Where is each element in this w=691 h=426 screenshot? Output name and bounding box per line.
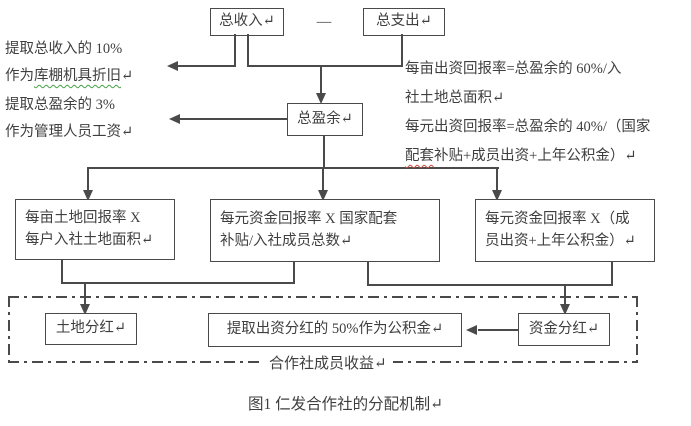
note-depreciation-spellcheck: 库棚机具折旧 <box>34 68 121 84</box>
arrow-capital-dividend-head-icon <box>560 304 570 315</box>
member-region-border-right <box>636 296 638 363</box>
arrow-branch-mid-shaft <box>322 167 324 193</box>
arrow-branch-left-shaft <box>87 167 89 193</box>
figure-caption: 图1 仁发合作社的分配机制↵ <box>247 396 444 413</box>
arrow-land-dividend-head-icon <box>80 304 90 315</box>
connector-surplus-bottom <box>323 136 325 169</box>
connector-income-left-stub <box>234 34 236 67</box>
arrow-to-reserve-head-icon <box>466 325 477 335</box>
node-capital-dividend: 资金分红↵ <box>518 313 610 346</box>
arrow-to-reserve-shaft <box>478 329 518 331</box>
member-region-border-left <box>8 296 10 363</box>
note-salary-line2: 作为管理人员工资↵ <box>5 124 134 140</box>
arrow-salary-head-icon <box>169 114 180 124</box>
connector-subsidy-member-join <box>367 284 613 286</box>
member-region-border-bottom-left <box>8 361 260 363</box>
note-depreciation: 提取总收入的 10% 作为库棚机具折旧↵ <box>5 36 133 90</box>
note-salary-line1: 提取总盈余的 3% <box>5 97 115 113</box>
connector-member-down-stub <box>611 262 613 285</box>
connector-branch-bar <box>87 167 499 169</box>
arrow-depreciation-head-icon <box>167 61 178 71</box>
connector-land-down-stub <box>61 260 63 284</box>
note-depreciation-line1: 提取总收入的 10% <box>5 41 123 57</box>
connector-income-right-stub <box>247 34 249 67</box>
arrow-salary-shaft <box>180 118 288 120</box>
arrow-depreciation-shaft <box>178 65 236 67</box>
connector-subsidy-left-stub <box>293 262 295 283</box>
member-income-region-label: 合作社成员收益↵ <box>263 352 393 373</box>
note-per-mu-return: 每亩出资回报率=总盈余的 60%/入 社土地总面积↵ <box>405 55 621 113</box>
arrow-to-surplus-shaft <box>320 67 322 95</box>
note-per-mu-line1: 每亩出资回报率=总盈余的 60%/入 <box>405 61 622 77</box>
arrow-branch-right-head-icon <box>492 190 502 201</box>
arrow-land-dividend-shaft <box>84 283 86 306</box>
connector-land-subsidy-join <box>61 282 295 284</box>
connector-income-expense-join <box>247 65 403 67</box>
connector-subsidy-right-stub <box>367 262 369 286</box>
node-subsidy-return-formula: 每元资金回报率 X 国家配套补贴/入社成员总数↵ <box>210 199 440 262</box>
note-per-yuan-return: 每元出资回报率=总盈余的 40%/（国家 配套补贴+成员出资+上年公积金）↵ <box>405 113 650 171</box>
node-total-income: 总收入↵ <box>210 8 284 36</box>
arrow-branch-left-head-icon <box>83 190 93 201</box>
arrow-to-surplus-head-icon <box>316 93 326 104</box>
note-per-yuan-spellcheck: 配套 <box>405 148 434 164</box>
member-region-border-bottom-right <box>392 361 638 363</box>
node-reserve-fund: 提取出资分红的 50%作为公积金↵ <box>208 313 462 347</box>
node-land-dividend: 土地分红↵ <box>45 313 137 345</box>
member-region-border-top <box>8 296 638 298</box>
note-per-mu-line2: 社土地总面积↵ <box>405 90 505 106</box>
node-total-surplus: 总盈余↵ <box>287 103 363 136</box>
node-total-expense: 总支出↵ <box>363 8 445 36</box>
paragraph-mark: ↵ <box>121 68 134 84</box>
note-per-yuan-line2-rest: 补贴+成员出资+上年公积金）↵ <box>434 148 637 164</box>
connector-expense-stub <box>401 34 403 67</box>
arrow-branch-mid-head-icon <box>318 190 328 201</box>
arrow-capital-dividend-shaft <box>564 285 566 306</box>
minus-operator: — <box>316 13 332 30</box>
member-capital-text: 每元资金回报率 X（成员出资+上年公积金）↵ <box>485 210 636 249</box>
note-per-yuan-line1: 每元出资回报率=总盈余的 40%/（国家 <box>405 119 651 135</box>
arrow-branch-right-shaft <box>496 167 498 193</box>
node-member-capital-formula: 每元资金回报率 X（成员出资+上年公积金）↵ <box>475 199 655 262</box>
note-manager-salary: 提取总盈余的 3% 作为管理人员工资↵ <box>5 92 133 146</box>
note-depreciation-line2-prefix: 作为 <box>5 68 34 84</box>
subsidy-return-text: 每元资金回报率 X 国家配套补贴/入社成员总数↵ <box>220 210 398 249</box>
